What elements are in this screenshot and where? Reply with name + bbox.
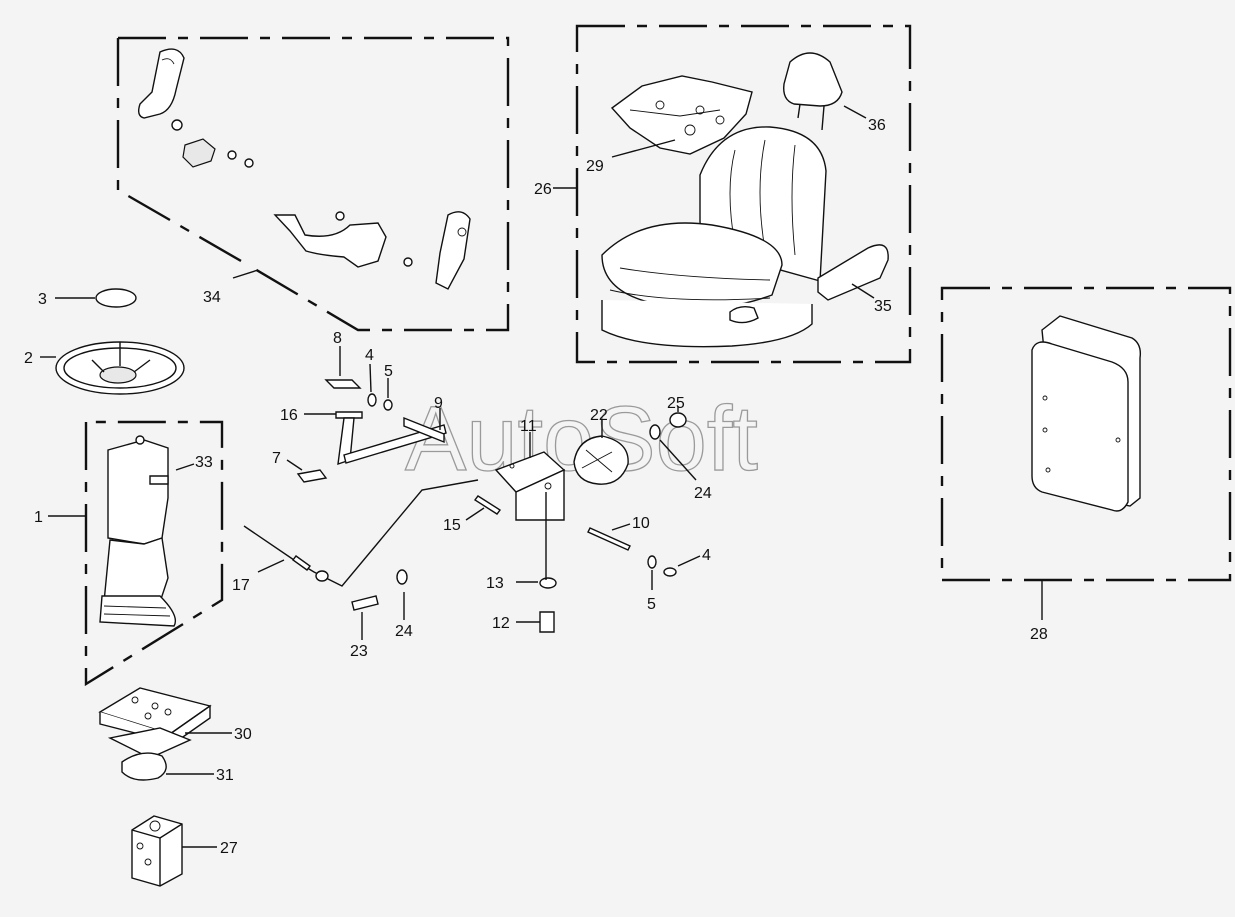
group-1-steering-column: 33 1 [34,420,224,687]
callout-31: 31 [216,767,234,784]
callout-4b: 4 [702,547,711,564]
group-26-seat: 26 29 36 35 [534,24,912,364]
callout-5a: 5 [384,363,393,380]
valve-block: 30 31 [98,687,252,784]
callout-2: 2 [24,350,33,367]
callout-24a: 24 [395,623,413,640]
callout-4a: 4 [365,347,374,364]
callout-11: 11 [520,418,537,435]
callout-10: 10 [632,515,650,532]
callout-24b: 24 [694,485,712,502]
callout-1: 1 [34,509,43,526]
callout-34: 34 [203,289,221,306]
callout-30: 30 [234,726,252,743]
callout-3: 3 [38,291,47,308]
pedal-linkage: 8 4 5 16 9 7 11 15 10 [232,330,712,660]
callout-36: 36 [868,117,886,134]
callout-28: 28 [1030,626,1048,643]
callout-7: 7 [272,450,281,467]
steering-wheel-parts: 3 2 [24,288,185,395]
callout-15: 15 [443,517,461,534]
callout-5b: 5 [647,596,656,613]
callout-13: 13 [486,575,504,592]
callout-22: 22 [590,407,608,424]
callout-25: 25 [667,395,685,412]
callout-23: 23 [350,643,368,660]
callout-29: 29 [586,158,604,175]
steering-unit: 27 [131,815,238,887]
callout-17: 17 [232,577,250,594]
callout-26: 26 [534,181,552,198]
group-34-armrest-assembly: 34 [116,36,510,332]
callout-16: 16 [280,407,298,424]
callout-35: 35 [874,298,892,315]
callout-33: 33 [195,454,213,471]
callout-12: 12 [492,615,510,632]
callout-27: 27 [220,840,238,857]
callout-8: 8 [333,330,342,347]
callout-9: 9 [434,395,443,412]
group-28-seat-cover: 28 [940,286,1232,643]
